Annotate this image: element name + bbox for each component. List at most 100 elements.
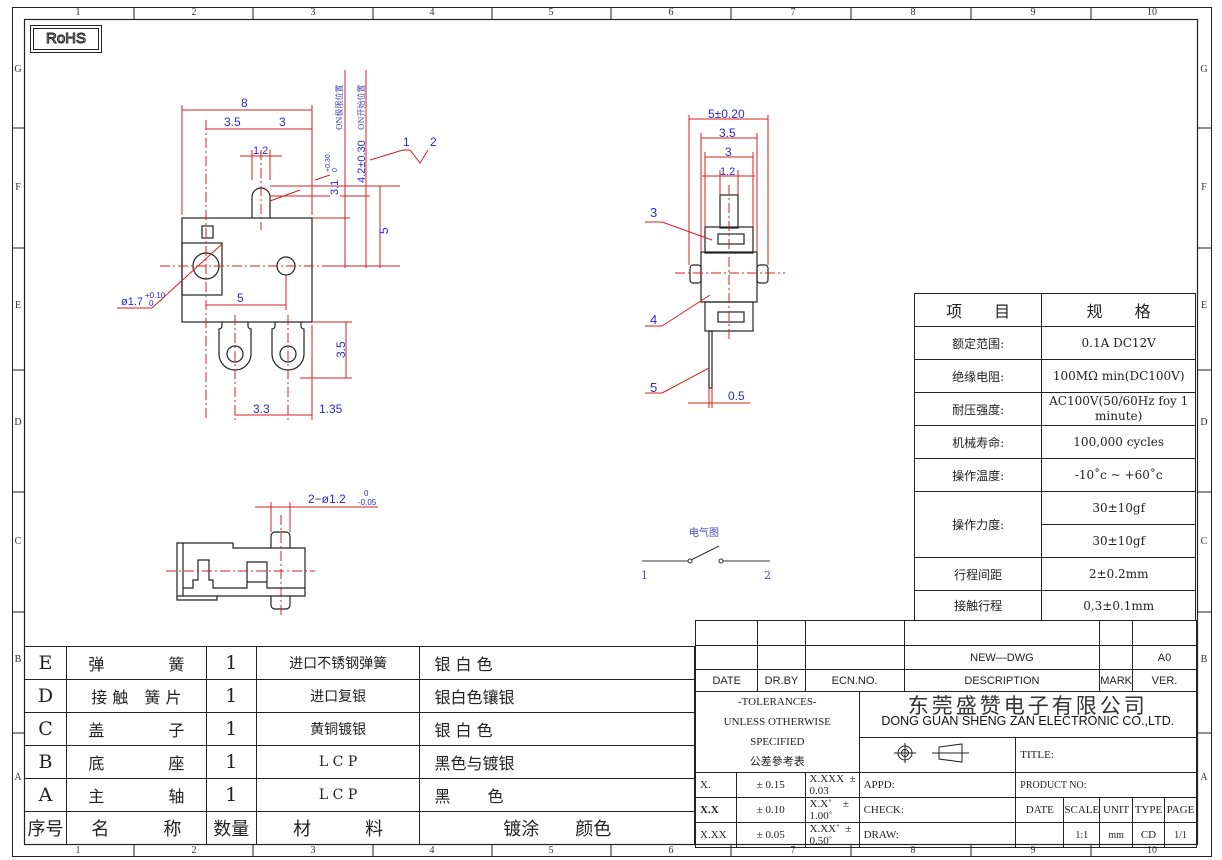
dim-body-width: 3.5 xyxy=(719,126,736,140)
spec-row: 操作温度: -10˚c ~ +60˚c xyxy=(913,458,1196,492)
bom-row: E 弹 簧 1 进口不锈钢弹簧 银 白 色 xyxy=(24,646,695,680)
tol-format-2: X.XX˚ ± 0.50˚ xyxy=(804,822,860,848)
zone-col-8: 8 xyxy=(910,7,916,18)
bom-header-finish: 镀涂 颜色 xyxy=(419,811,695,845)
zone-col-3: 3 xyxy=(310,7,316,18)
company-name-en: DONG GUAN SHENG ZAN ELECTRONIC CO.,LTD. xyxy=(881,714,1175,729)
spec-row: 绝缘电阻: 100MΩ min(DC100V) xyxy=(913,359,1196,393)
zone-row-c-right: C xyxy=(1200,536,1208,547)
dim-hole-diameter: ø1.7 xyxy=(121,296,143,308)
callout-5: 5 xyxy=(650,380,657,395)
zone-col-9: 9 xyxy=(1030,7,1036,18)
bom-qty: 1 xyxy=(205,778,257,812)
info-header-date: DATE xyxy=(1015,797,1065,823)
zone-col-10-bottom: 10 xyxy=(1147,845,1157,856)
tol-format-2: X.XXX ± 0.03 xyxy=(804,772,860,798)
tol-format-2-text: X.X˚ xyxy=(809,798,832,810)
draw-label: DRAW: xyxy=(858,822,1017,848)
bom-qty: 1 xyxy=(205,679,257,713)
tol-format-1: X.X xyxy=(694,797,738,823)
bom-finish: 银 白 色 xyxy=(419,646,695,680)
tol-value-1: ± 0.10 xyxy=(736,797,806,823)
tol-format-2-text: X.XX˚ xyxy=(809,823,840,835)
dim-height-to-center: 5 xyxy=(377,227,391,234)
zone-row-d: D xyxy=(14,417,22,428)
spec-value: 30±10gf xyxy=(1041,524,1196,558)
bom-qty: 1 xyxy=(205,745,257,779)
spec-item: 操作力度: xyxy=(913,491,1043,558)
bom-no: D xyxy=(24,679,67,713)
bom-row: B 底 座 1 L C P 黑色与镀银 xyxy=(24,745,695,779)
zone-col-1: 1 xyxy=(75,7,81,18)
tol-value-2-text: ± 1.00˚ xyxy=(809,798,849,822)
rev-header-ver: VER. xyxy=(1132,669,1197,692)
tol-format-1: X. xyxy=(694,772,738,798)
zone-row-a: A xyxy=(14,772,22,783)
front-view-dimensions xyxy=(117,70,429,420)
tolerances-subtitle: UNLESS OTHERWISE SPECIFIED xyxy=(723,716,831,748)
zone-col-2: 2 xyxy=(191,7,197,18)
zone-col-5: 5 xyxy=(548,7,554,18)
rev-header-drby: DR.BY xyxy=(757,669,806,692)
bom-row: C 盖 子 1 黄铜镀银 银 白 色 xyxy=(24,712,695,746)
bom-material: 黄铜镀银 xyxy=(255,712,421,746)
bom-finish: 黑 色 xyxy=(419,778,695,812)
bom-material: 进口不锈钢弹簧 xyxy=(255,646,421,680)
company-name: 东莞盛赞电子有限公司 DONG GUAN SHENG ZAN ELECTRONI… xyxy=(858,691,1198,738)
info-header-unit: UNIT xyxy=(1099,797,1133,823)
zone-col-4: 4 xyxy=(429,7,435,18)
bom-no: A xyxy=(24,778,67,812)
spec-value: 30±10gf xyxy=(1041,491,1196,525)
rev-header-date: DATE xyxy=(694,669,759,692)
bom-table: E 弹 簧 1 进口不锈钢弹簧 银 白 色 D 接 触 簧 片 1 进口复银 银… xyxy=(24,646,695,845)
dim-on-limit-tol-lower: 0 xyxy=(332,168,339,172)
bom-finish: 银 白 色 xyxy=(419,712,695,746)
label-on-start-position: ON开始位置 xyxy=(356,84,366,130)
revision-description: NEW—DWG xyxy=(903,645,1101,670)
front-view-body xyxy=(181,187,313,371)
bom-header-no: 序号 xyxy=(24,811,67,845)
zone-col-9-bottom: 9 xyxy=(1030,845,1036,856)
bom-name: 接 触 簧 片 xyxy=(65,679,207,713)
bottom-view: 2−ø1.2 0 -0.05 xyxy=(166,489,378,615)
spec-value: 0.1A DC12V xyxy=(1041,326,1196,360)
dim-on-limit-tol-upper: +0.30 xyxy=(325,154,332,172)
zone-row-b: B xyxy=(14,654,22,665)
electrical-diagram: 电气图 1 2 xyxy=(641,526,771,582)
terminal-1-label: 1 xyxy=(641,569,648,582)
company-row: -TOLERANCES- UNLESS OTHERWISE SPECIFIED … xyxy=(695,691,1198,773)
dim-side-actuator-width: 1.2 xyxy=(720,166,735,178)
tolerance-row: X. ± 0.15 X.XXX ± 0.03 APPD: PRODUCT NO: xyxy=(694,772,1197,798)
spec-value: -10˚c ~ +60˚c xyxy=(1041,458,1196,492)
bom-name: 盖 子 xyxy=(65,712,207,746)
dim-actuator-width: 1.2 xyxy=(253,145,268,157)
spec-value: AC100V(50/60Hz foy 1 minute) xyxy=(1041,392,1196,426)
info-header-type: TYPE xyxy=(1132,797,1165,823)
switch-symbol xyxy=(642,545,770,564)
title-block: NEW—DWG A0 DATE DR.BY ECN.NO. DESCRIPTIO… xyxy=(694,620,1198,848)
zone-row-d-right: D xyxy=(1200,417,1208,428)
zone-col-1-bottom: 1 xyxy=(75,845,81,856)
dim-hole-tol-lower: 0 xyxy=(149,299,154,308)
spec-row: 耐压强度: AC100V(50/60Hz foy 1 minute) xyxy=(913,392,1196,426)
dim-terminal-length: 3.5 xyxy=(334,341,348,358)
spec-value: 2±0.2mm xyxy=(1041,557,1196,591)
terminal-2-label: 2 xyxy=(764,569,771,582)
info-value-date xyxy=(1015,822,1065,848)
spec-row: 额定范围: 0.1A DC12V xyxy=(913,326,1196,360)
dim-on-start: 4.2±0.30 xyxy=(356,140,368,183)
spec-item: 接触行程 xyxy=(913,590,1043,621)
spec-row: 操作力度: 30±10gf xyxy=(913,491,1196,558)
zone-col-7-bottom: 7 xyxy=(790,845,796,856)
bom-row: D 接 触 簧 片 1 进口复银 银白色镶银 xyxy=(24,679,695,713)
tolerance-row: X.XX ± 0.05 X.XX˚ ± 0.50˚ DRAW: 1:1 mm C… xyxy=(694,822,1198,848)
tol-value-1: ± 0.05 xyxy=(736,822,806,848)
tol-value-2-text: ± 0.50˚ xyxy=(809,823,852,847)
tol-format-2-text: X.XXX xyxy=(809,773,845,785)
bom-no: B xyxy=(24,745,67,779)
projection-symbol xyxy=(858,736,1017,774)
zone-col-10: 10 xyxy=(1147,7,1157,18)
appd-label: APPD: xyxy=(858,772,1017,798)
spec-header-item: 项 目 xyxy=(913,293,1043,327)
